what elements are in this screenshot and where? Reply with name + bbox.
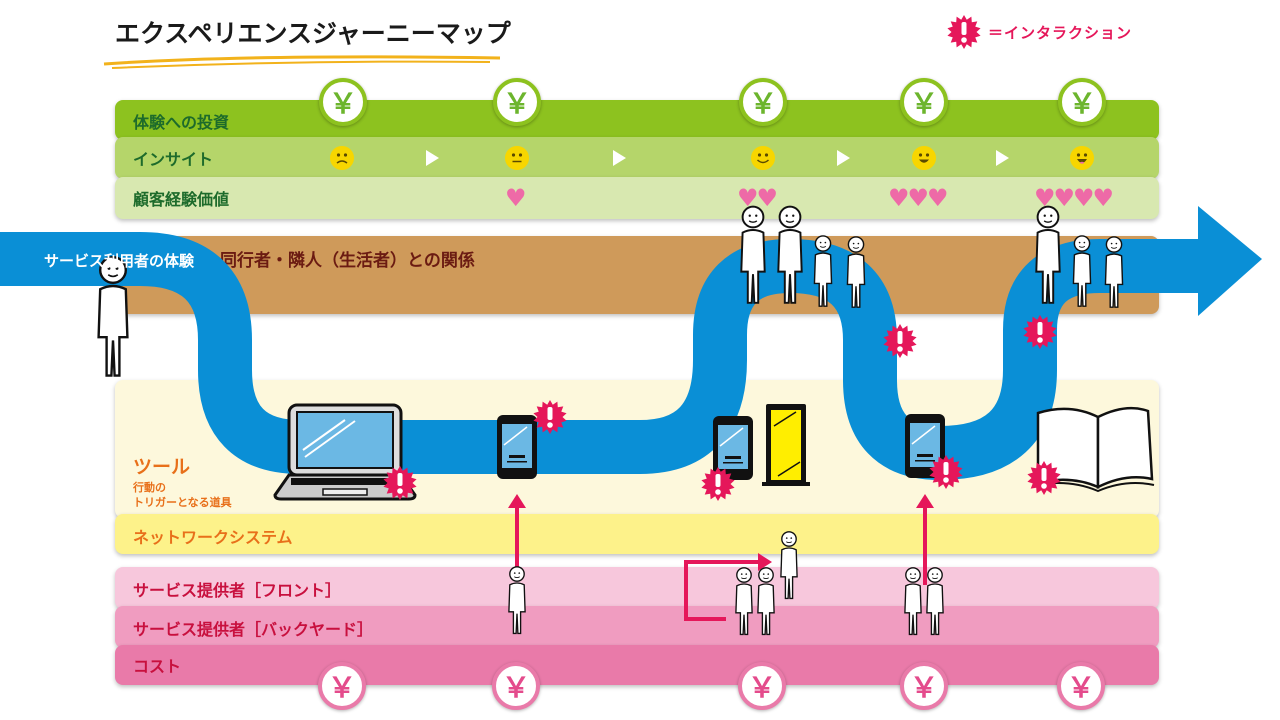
next-arrow-icon bbox=[996, 150, 1009, 166]
band-network: ネットワークシステム bbox=[115, 514, 1159, 554]
interaction-burst-icon bbox=[1023, 315, 1057, 349]
band-tools bbox=[115, 380, 1159, 518]
value-hearts-4: ♥♥♥♥ bbox=[1034, 184, 1114, 212]
band-provider-back: サービス提供者［バックヤード］ bbox=[115, 606, 1159, 648]
band-insight-label: インサイト bbox=[133, 150, 214, 169]
band-tools-sub-1: 行動の bbox=[133, 481, 166, 494]
next-arrow-icon bbox=[613, 150, 626, 166]
value-hearts-1: ♥ bbox=[505, 184, 526, 212]
investment-yen-icon: ￥ bbox=[319, 78, 367, 126]
cost-yen-icon: ￥ bbox=[738, 662, 786, 710]
investment-yen-icon: ￥ bbox=[493, 78, 541, 126]
band-insight: インサイト bbox=[115, 137, 1159, 179]
face-sad-icon bbox=[330, 146, 354, 170]
next-arrow-icon bbox=[426, 150, 439, 166]
band-companions-label: 同行者・隣人（生活者）との関係 bbox=[220, 251, 475, 271]
value-hearts-3: ♥♥♥ bbox=[888, 184, 949, 212]
cost-yen-icon: ￥ bbox=[900, 662, 948, 710]
cost-yen-icon: ￥ bbox=[318, 662, 366, 710]
value-hearts-2: ♥♥ bbox=[737, 184, 778, 212]
band-customer-value: 顧客経験価値 bbox=[115, 177, 1159, 219]
band-provider-front-label: サービス提供者［フロント］ bbox=[133, 581, 342, 600]
flow-label: サービス利用者の体験 bbox=[44, 252, 195, 270]
band-companions: 同行者・隣人（生活者）との関係 bbox=[115, 236, 1159, 314]
legend: ＝インタラクション bbox=[946, 14, 1132, 50]
title-underline bbox=[103, 55, 501, 69]
face-smile-icon bbox=[751, 146, 775, 170]
page-title: エクスペリエンスジャーニーマップ bbox=[115, 19, 511, 48]
band-investment-label: 体験への投資 bbox=[133, 113, 230, 132]
band-cost: コスト bbox=[115, 645, 1159, 685]
tools-label-group: ツール 行動の トリガーとなる道具 bbox=[133, 452, 232, 509]
investment-yen-icon: ￥ bbox=[900, 78, 948, 126]
interaction-burst-icon bbox=[947, 15, 981, 49]
band-investment: 体験への投資 bbox=[115, 100, 1159, 140]
cost-yen-icon: ￥ bbox=[492, 662, 540, 710]
face-very-happy-icon bbox=[1070, 146, 1094, 170]
face-happy-icon bbox=[912, 146, 936, 170]
band-tools-sub-2: トリガーとなる道具 bbox=[133, 496, 232, 509]
band-network-label: ネットワークシステム bbox=[133, 528, 293, 547]
band-provider-front: サービス提供者［フロント］ bbox=[115, 567, 1159, 609]
legend-label: ＝インタラクション bbox=[988, 23, 1133, 42]
flow-arrowhead bbox=[1198, 206, 1262, 316]
cost-yen-icon: ￥ bbox=[1057, 662, 1105, 710]
band-cost-label: コスト bbox=[133, 657, 182, 676]
band-tools-label: ツール bbox=[133, 456, 191, 478]
next-arrow-icon bbox=[837, 150, 850, 166]
band-provider-back-label: サービス提供者［バックヤード］ bbox=[133, 620, 374, 639]
investment-yen-icon: ￥ bbox=[1058, 78, 1106, 126]
interaction-burst-icon bbox=[883, 324, 917, 358]
investment-yen-icon: ￥ bbox=[739, 78, 787, 126]
face-neutral-icon bbox=[505, 146, 529, 170]
band-customer-value-label: 顧客経験価値 bbox=[133, 190, 230, 209]
